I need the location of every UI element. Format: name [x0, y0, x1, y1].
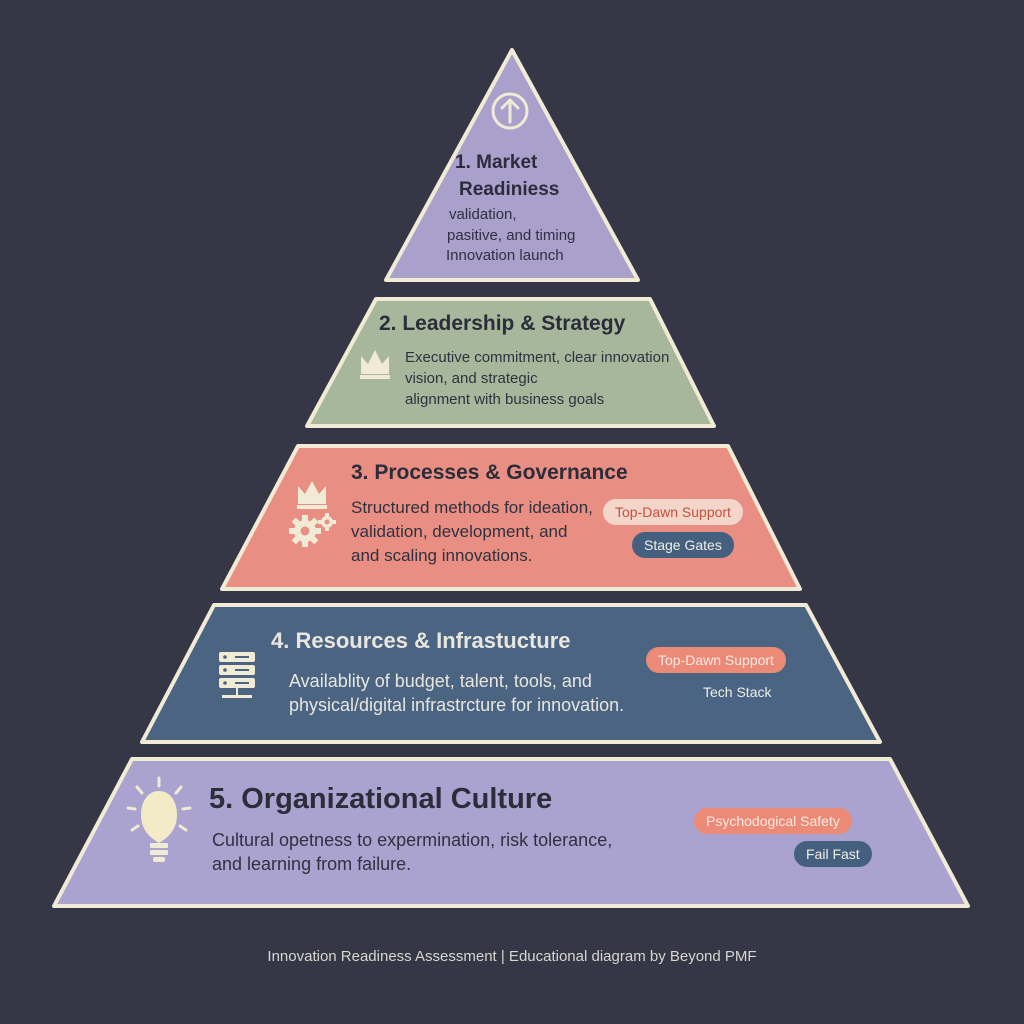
tier-2-desc-line1: Executive commitment, clear innovation: [405, 349, 670, 366]
tier-3-title: 3. Processes & Governance: [351, 461, 628, 484]
tier-4-desc-line2: physical/digital infrastrcture for innov…: [289, 695, 625, 715]
tag-tech-stack: Tech Stack: [691, 679, 784, 705]
tier-2-title: 2. Leadership & Strategy: [379, 312, 626, 335]
tier-1-title-line2: Readiniess: [459, 179, 560, 200]
arrow-up-circle-icon: [491, 92, 529, 130]
tier-5-desc-line2: and learning from failure.: [212, 854, 412, 874]
tier-3-desc-line1: Structured methods for ideation,: [351, 498, 593, 517]
tag-top-dawn-support-4: Top-Dawn Support: [646, 647, 786, 673]
footer-caption: Innovation Readiness Assessment | Educat…: [267, 948, 757, 965]
tier-5-shape: [52, 757, 970, 908]
tier-3-desc-line3: and scaling innovations.: [351, 546, 533, 565]
tier-2-shape: [305, 297, 716, 428]
crown-gears-icon: [289, 481, 336, 547]
tag-fail-fast: Fail Fast: [794, 841, 872, 867]
tier-1-desc-line2: pasitive, and timing: [447, 227, 576, 244]
tier-1-title: 1. Market: [455, 152, 538, 173]
crown-icon: [360, 350, 390, 379]
tier-4-title: 4. Resources & Infrastucture: [271, 628, 571, 653]
tier-5-title: 5. Organizational Culture: [209, 783, 553, 815]
tier-2-desc-line3: alignment with business goals: [405, 391, 605, 408]
tag-psychological-safety: Psychodogical Safety: [694, 808, 852, 834]
tier-1-desc-line3: Innovation launch: [446, 247, 564, 264]
tier-1-desc-line1: validation,: [449, 206, 517, 223]
tier-4-shape: [140, 603, 882, 744]
server-icon: [219, 652, 255, 698]
tier-1-shape: [384, 48, 640, 282]
tier-4-desc-line1: Availablity of budget, talent, tools, an…: [289, 671, 592, 691]
tier-3-desc-line2: validation, development, and: [351, 522, 568, 541]
lightbulb-icon: [126, 776, 192, 862]
tag-stage-gates: Stage Gates: [632, 532, 734, 558]
tier-5-desc-line1: Cultural opetness to expermination, risk…: [212, 830, 613, 850]
tier-2-desc-line2: vision, and strategic: [405, 370, 538, 387]
tag-top-dawn-support-3: Top-Dawn Support: [603, 499, 743, 525]
